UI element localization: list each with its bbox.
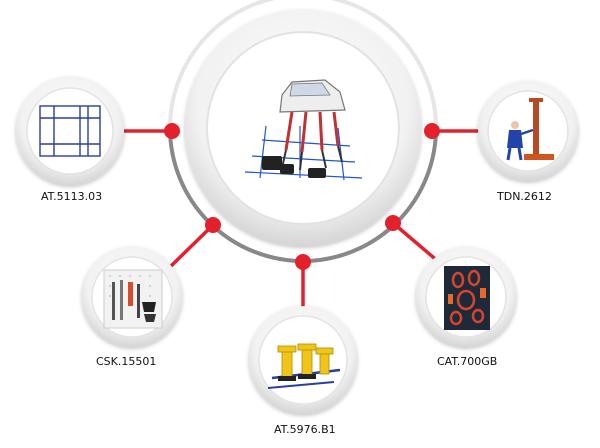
label-cat700[interactable]: CAT.700GB (437, 355, 498, 368)
node-at5113[interactable] (16, 77, 124, 185)
junction-dot (424, 123, 440, 139)
junction-dot (205, 217, 221, 233)
car-on-bench-jig-icon (244, 79, 363, 181)
worker-with-tower-icon (506, 98, 554, 161)
label-tdn2612[interactable]: TDN.2612 (497, 190, 552, 203)
junction-dot (385, 215, 401, 231)
grid-frame-icon (39, 105, 101, 157)
label-at5976[interactable]: AT.5976.B1 (274, 423, 336, 436)
label-csk15501[interactable]: CSK.15501 (96, 355, 157, 368)
connector-cat700 (391, 221, 442, 265)
connector-csk15501 (168, 223, 215, 269)
tool-board-icon (103, 269, 163, 329)
chain-clamps-icon (444, 266, 490, 330)
junction-dot (164, 123, 180, 139)
label-at5113[interactable]: AT.5113.03 (41, 190, 103, 203)
yellow-supports-icon (267, 343, 341, 389)
junction-dots (164, 123, 440, 270)
outer-ring-top (168, 0, 438, 129)
junction-dot (295, 254, 311, 270)
